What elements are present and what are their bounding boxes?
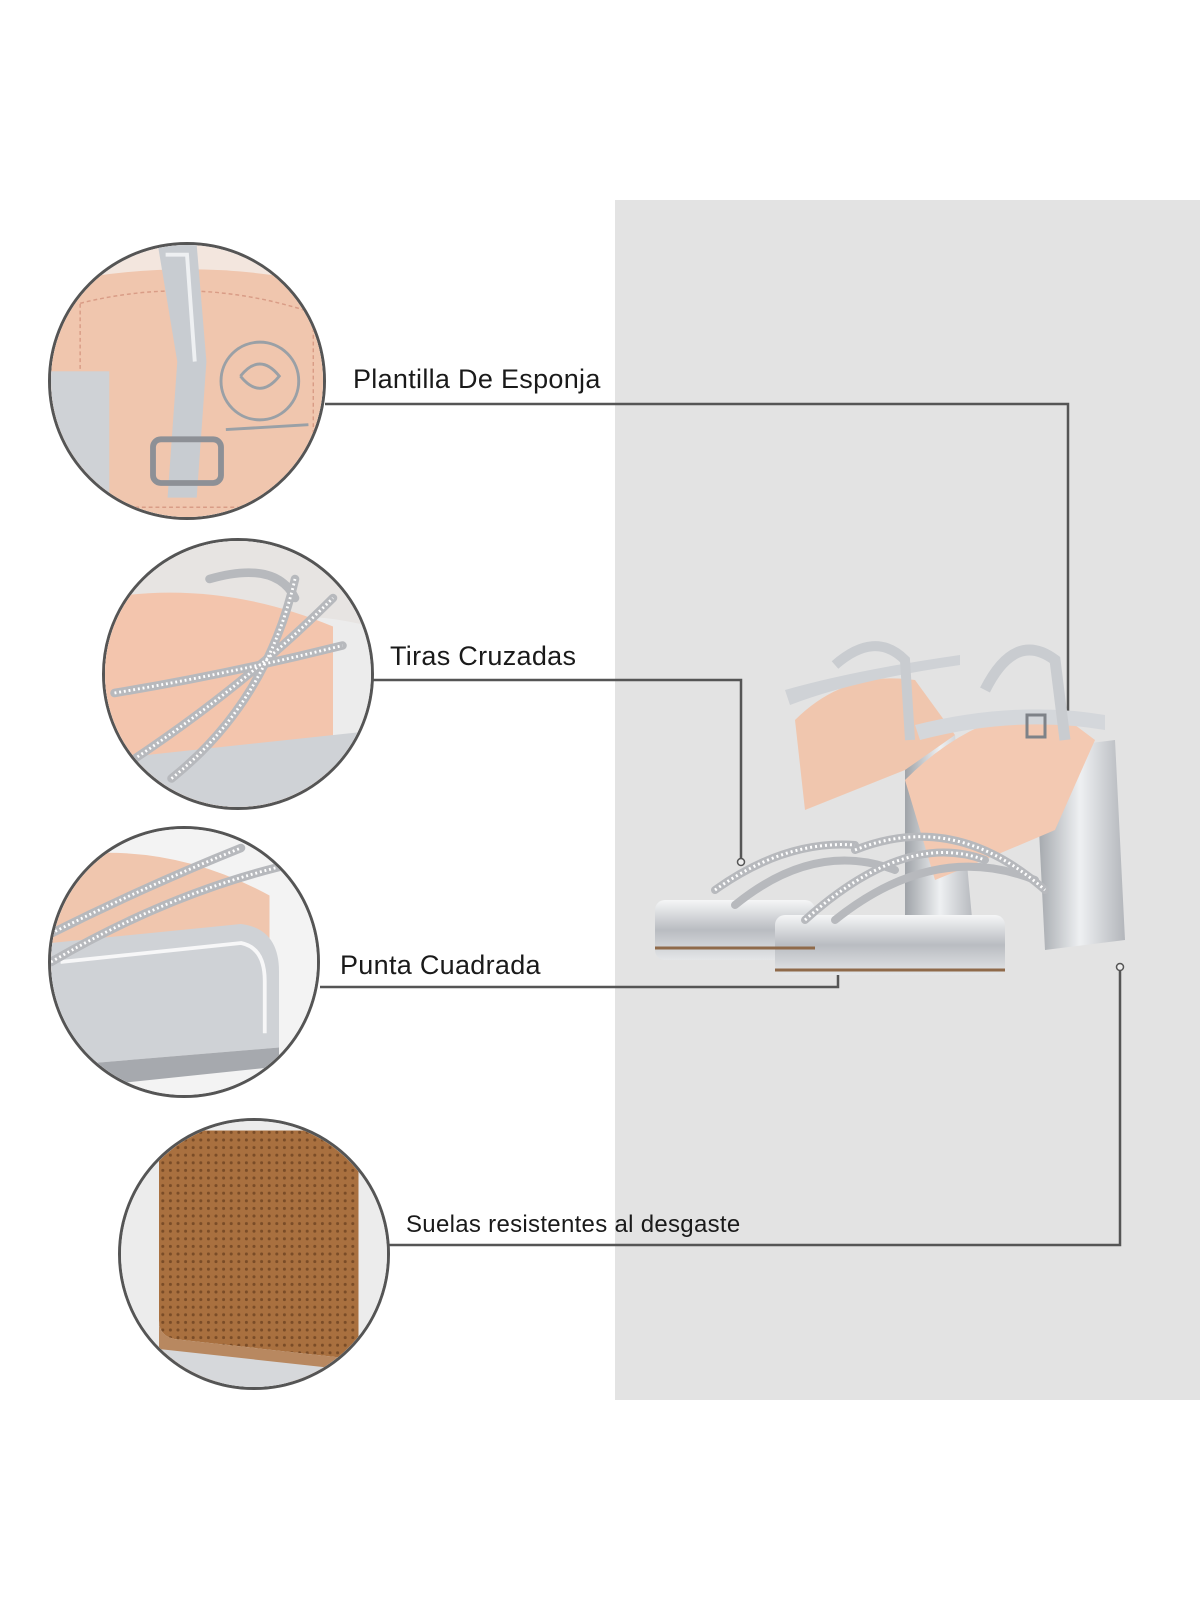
feature-label-toe: Punta Cuadrada (340, 950, 541, 980)
toe-detail-image (51, 829, 317, 1095)
detail-circle-sole (118, 1118, 390, 1390)
insole-detail-image (51, 245, 323, 517)
detail-circle-straps (102, 538, 374, 810)
detail-circle-toe (48, 826, 320, 1098)
detail-circle-insole (48, 242, 326, 520)
feature-label-insole: Plantilla De Esponja (353, 364, 601, 394)
product-sandals-image (655, 641, 1125, 975)
sole-detail-image (121, 1121, 387, 1387)
straps-detail-image (105, 541, 371, 807)
feature-label-straps: Tiras Cruzadas (390, 641, 577, 671)
feature-label-sole: Suelas resistentes al desgaste (406, 1211, 741, 1238)
